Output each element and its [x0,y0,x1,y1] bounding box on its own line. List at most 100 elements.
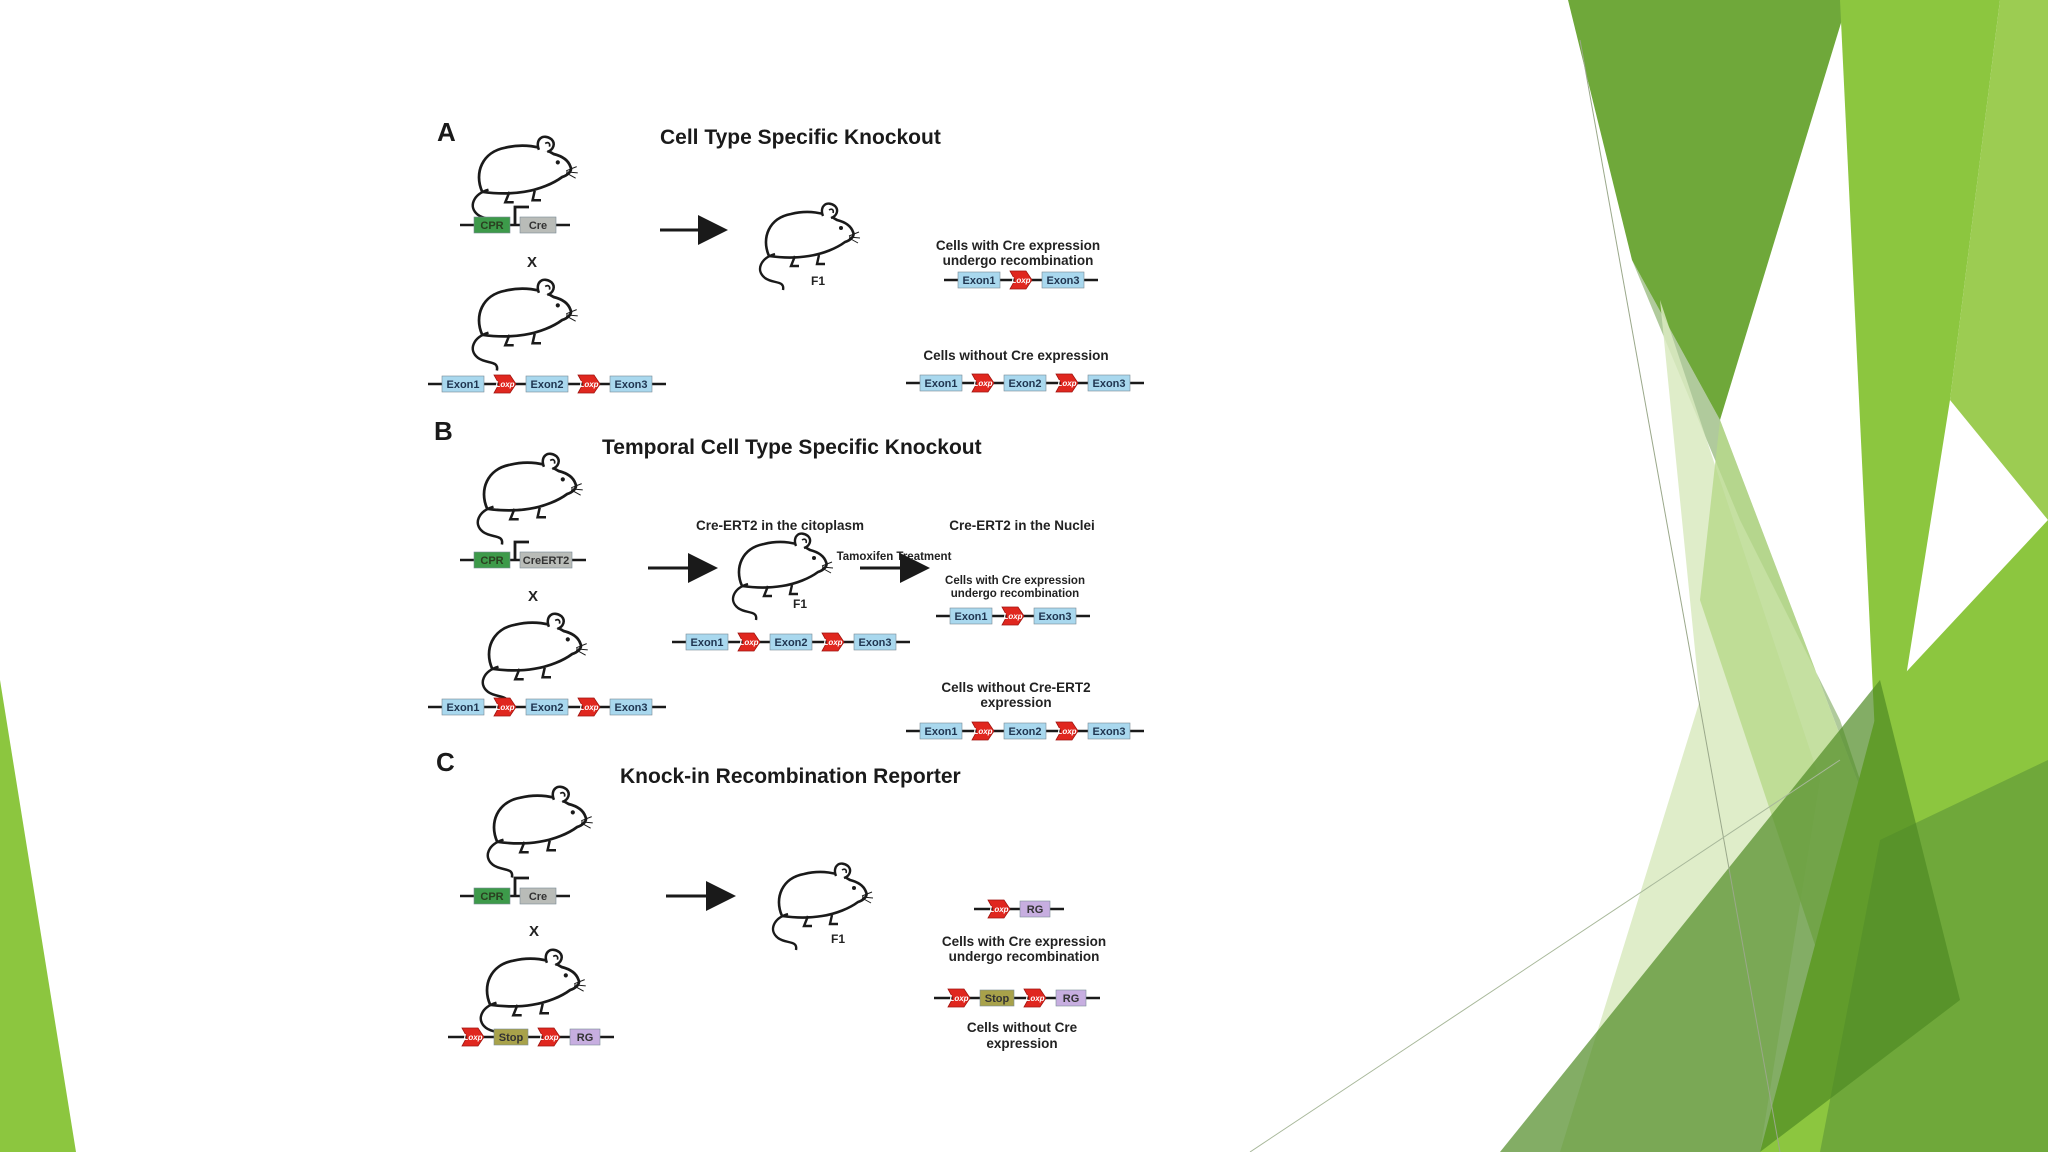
gene-label: Exon1 [446,702,479,714]
gene-box-exon1 [949,607,993,625]
loxp-label: Loxp [1025,994,1044,1003]
gene-label: Exon2 [530,702,563,714]
gene-box-exon3 [609,375,653,393]
gene-label: Exon3 [858,637,891,649]
mouse-f1-b [731,532,835,622]
loxp-label: Loxp [495,703,514,712]
section-title-a: Cell Type Specific Knockout [660,126,941,149]
loxp-site [1023,988,1047,1008]
construct-recombined-c: Loxp RG [974,899,1064,919]
caption-nuclei-b: Cre-ERT2 in the Nuclei [949,518,1095,533]
loxp-site [461,1027,485,1047]
section-letter-a: A [437,117,456,147]
caption-cytoplasm-b: Cre-ERT2 in the citoplasm [696,518,864,533]
gene-label: Stop [499,1032,524,1044]
gene-label: Exon2 [530,379,563,391]
loxp-label: Loxp [823,638,842,647]
gene-label: Exon1 [446,379,479,391]
gene-box-rg [569,1028,601,1046]
mouse-parent-creert2-b [476,452,585,546]
gene-label: RG [1063,993,1080,1005]
gene-box-exon1 [957,271,1001,289]
loxp-label: Loxp [739,638,758,647]
loxp-label: Loxp [973,379,992,388]
gene-box-cpr [473,551,511,569]
gene-label: CPR [480,555,503,567]
gene-label: CPR [480,891,503,903]
mouse-parent-cre-c [486,785,595,879]
f1-label-b: F1 [793,597,807,611]
gene-label: Exon1 [962,275,995,287]
gene-box-exon1 [685,633,729,651]
loxp-label: Loxp [1003,612,1022,621]
gene-label: Exon1 [924,726,957,738]
gene-label: Cre [529,220,547,232]
f1-label-a: F1 [811,274,825,288]
gene-label: Exon2 [1008,726,1041,738]
gene-label: Exon2 [774,637,807,649]
loxp-site [987,899,1011,919]
loxp-label: Loxp [1057,727,1076,736]
treatment-label-b: Tamoxifen Treatment [837,551,952,563]
gene-box-cre [519,887,557,905]
loxp-label: Loxp [579,380,598,389]
mouse-f1-c [771,862,875,952]
gene-box-exon2 [525,375,569,393]
loxp-site [971,721,995,741]
gene-box-rg [1019,900,1051,918]
loxp-label: Loxp [579,703,598,712]
gene-label: Exon3 [1046,275,1079,287]
mouse-parent-flox-b [481,612,590,706]
loxp-label: Loxp [989,905,1008,914]
gene-label: Exon3 [1092,726,1125,738]
loxp-label: Loxp [463,1033,482,1042]
promoter-symbol [513,205,529,225]
loxp-site [737,632,761,652]
gene-label: RG [1027,904,1044,916]
gene-label: RG [577,1032,594,1044]
gene-box-exon3 [853,633,897,651]
loxp-site [577,697,601,717]
gene-label: Exon3 [614,379,647,391]
gene-box-cpr [473,216,511,234]
loxp-site [537,1027,561,1047]
loxp-site [821,632,845,652]
cross-symbol-a: X [527,254,537,271]
cross-symbol-c: X [529,923,539,940]
construct-unrecombined-c: Loxp Stop Loxp RG [934,988,1100,1008]
loxp-site [947,988,971,1008]
gene-label: Exon3 [1038,611,1071,623]
gene-box-stop [979,989,1015,1007]
cross-symbol-b: X [528,588,538,605]
gene-box-exon2 [525,698,569,716]
loxp-label: Loxp [949,994,968,1003]
gene-label: Cre [529,891,547,903]
caption-no-cre-a: Cells without Cre expression [923,348,1108,363]
gene-box-creert2 [519,551,573,569]
gene-box-exon3 [1087,374,1131,392]
construct-creert2-parent-b: CPR CreERT2 [460,540,586,569]
gene-label: Exon3 [614,702,647,714]
construct-cre-parent-c: CPR Cre [460,876,570,905]
gene-box-exon1 [441,698,485,716]
loxp-site [1009,270,1033,290]
gene-label: Stop [985,993,1010,1005]
loxp-label: Loxp [1011,276,1030,285]
construct-flox-parent-b: Exon1 Loxp Exon2 Loxp Exon3 [428,697,666,717]
loxp-site [493,697,517,717]
gene-label: CreERT2 [523,555,569,567]
loxp-site [1001,606,1025,626]
loxp-site [493,374,517,394]
section-letter-c: C [436,747,455,777]
gene-label: Exon3 [1092,378,1125,390]
